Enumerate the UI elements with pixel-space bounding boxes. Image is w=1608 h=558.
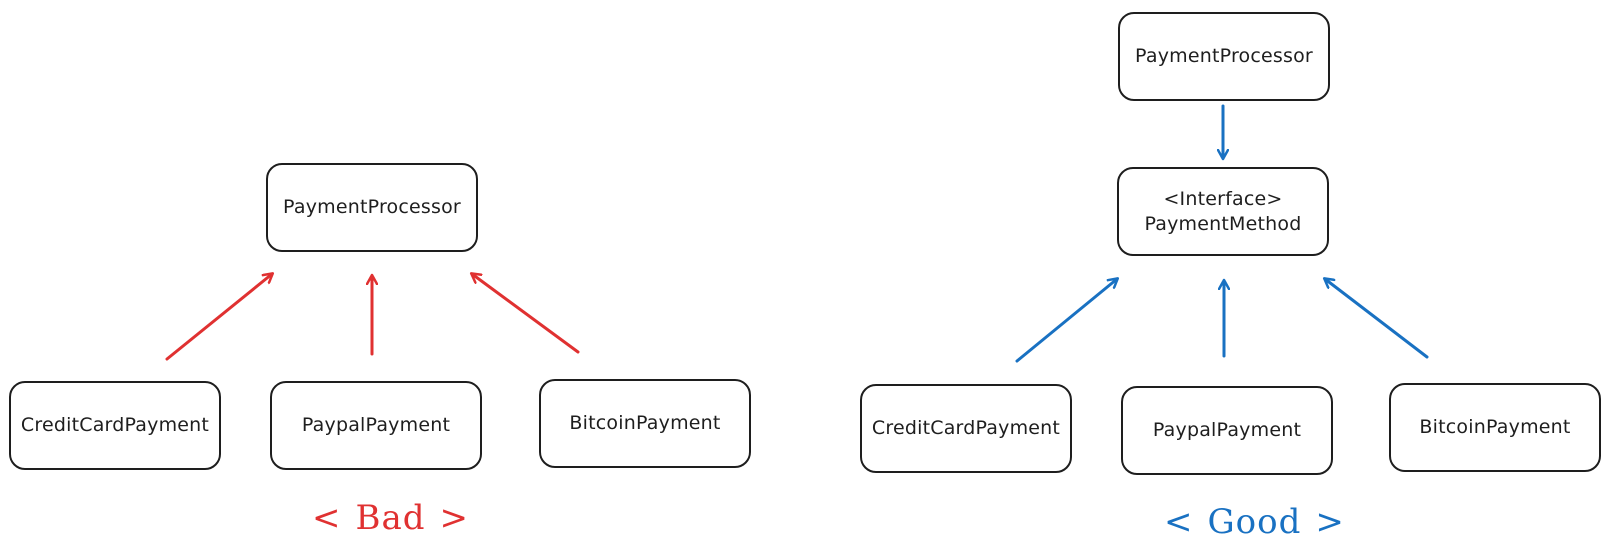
bad-processor-box: PaymentProcessor (266, 163, 478, 252)
bad-caption-word: Bad (355, 498, 426, 538)
good-creditcard-label: CreditCardPayment (871, 417, 1061, 440)
good-bitcoin-label: BitcoinPayment (1419, 416, 1571, 439)
good-caption-close: > (1315, 502, 1345, 542)
bad-bitcoin-box: BitcoinPayment (539, 379, 751, 468)
good-interface-stereotype: <Interface> (1163, 187, 1283, 210)
bad-bitcoin-label: BitcoinPayment (569, 412, 721, 435)
good-paypal-box: PaypalPayment (1121, 386, 1333, 475)
good-creditcard-box: CreditCardPayment (860, 384, 1072, 473)
good-processor-box: PaymentProcessor (1118, 12, 1330, 101)
bad-processor-label: PaymentProcessor (283, 196, 461, 219)
bad-arrow-bitcoin-to-processor (472, 274, 580, 354)
good-caption-word: Good (1207, 502, 1302, 542)
bad-creditcard-box: CreditCardPayment (9, 381, 221, 470)
bad-caption-open: < (312, 498, 342, 538)
good-bitcoin-box: BitcoinPayment (1389, 383, 1601, 472)
good-caption: < Good > (1150, 502, 1359, 542)
good-paypal-label: PaypalPayment (1152, 419, 1302, 442)
bad-creditcard-label: CreditCardPayment (20, 414, 210, 437)
good-caption-open: < (1164, 502, 1194, 542)
bad-paypal-label: PaypalPayment (301, 414, 451, 437)
bad-arrow-creditcard-to-processor (165, 274, 272, 361)
good-arrow-bitcoin-to-interface (1325, 279, 1429, 359)
good-interface-name: PaymentMethod (1144, 212, 1302, 235)
good-processor-label: PaymentProcessor (1135, 45, 1313, 68)
bad-caption-close: > (439, 498, 470, 538)
bad-caption: < Bad > (298, 498, 483, 538)
good-arrow-creditcard-to-interface (1015, 279, 1117, 363)
good-interface-box: <Interface> PaymentMethod (1117, 167, 1329, 256)
bad-paypal-box: PaypalPayment (270, 381, 482, 470)
